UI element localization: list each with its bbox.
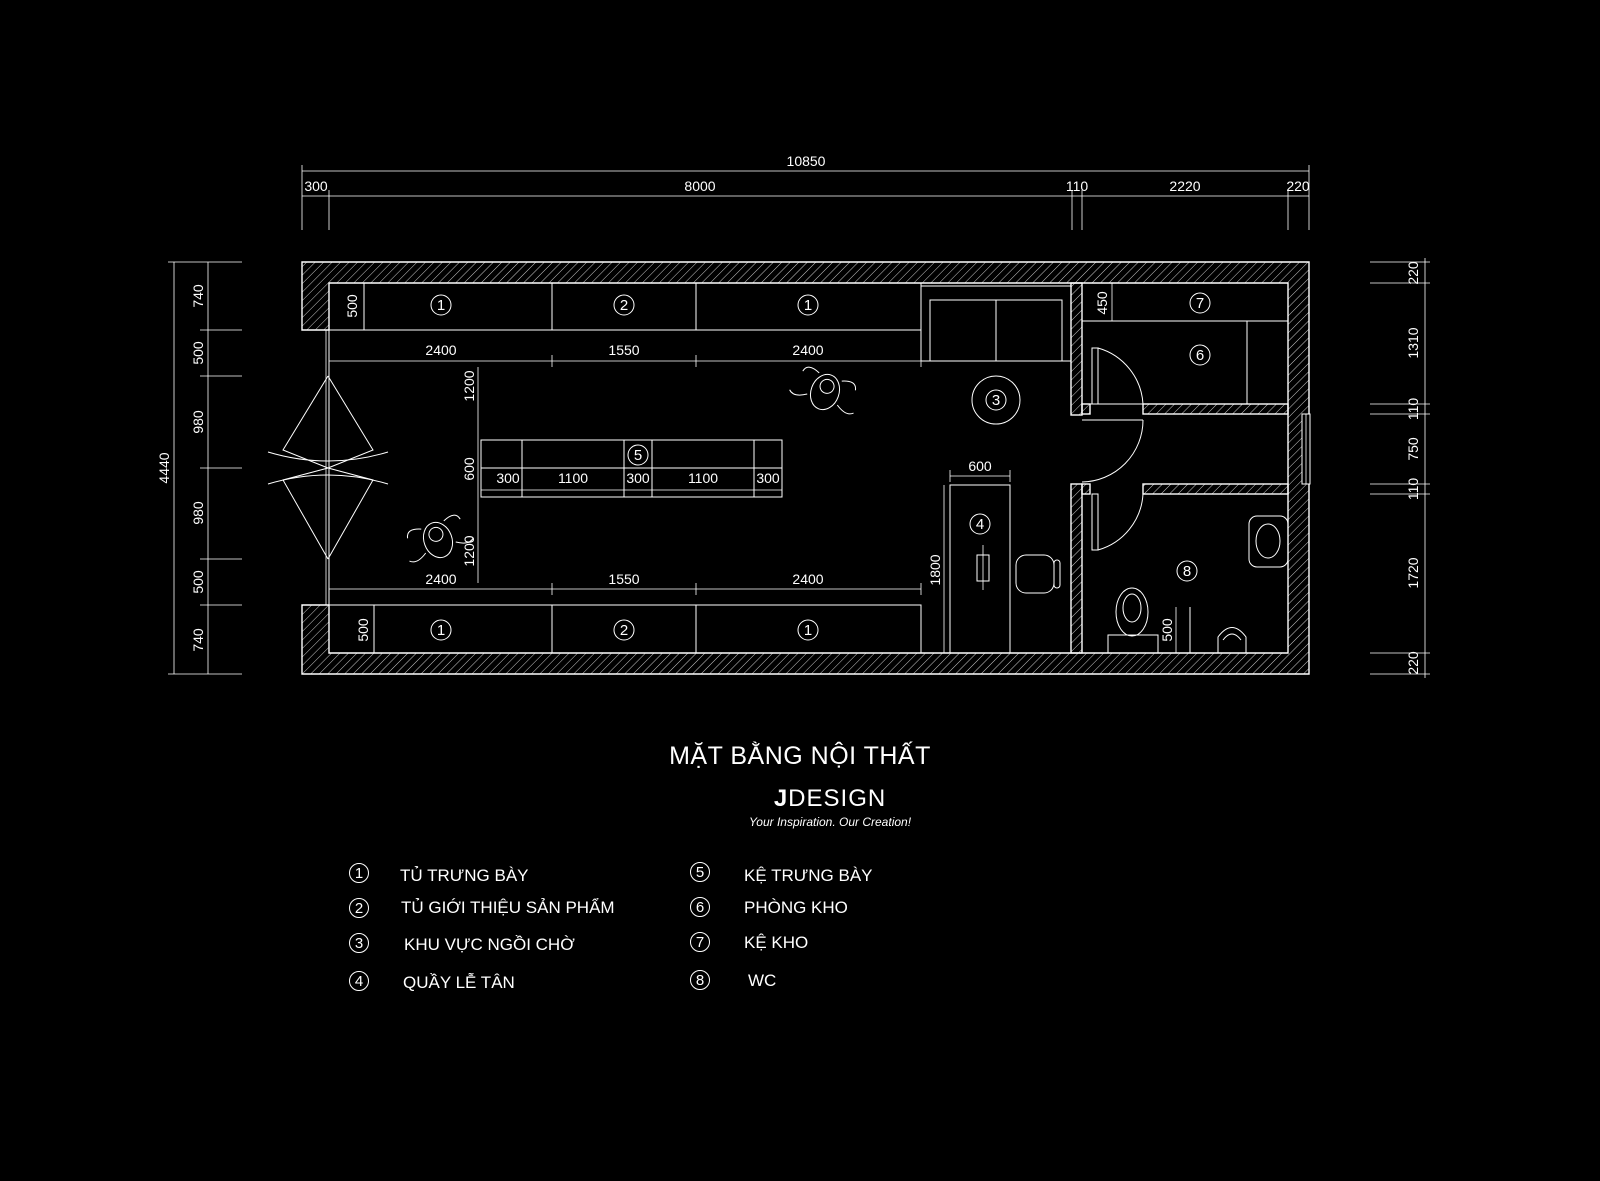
legend-label-6: PHÒNG KHO [744, 898, 848, 917]
legend-label-4: QUẦY LỄ TÂN [403, 973, 515, 992]
dim-bottom-cabinet-depth: 500 [355, 618, 371, 642]
dim-aisle-bottom: 1200 [461, 535, 477, 566]
dim-top-seg-3: 110 [1066, 178, 1089, 194]
dim-total-height: 4440 [156, 452, 172, 483]
tag-reception-counter: 4 [976, 516, 984, 533]
dim-left-seg-5: 500 [190, 570, 206, 594]
dim-right-seg-7: 220 [1405, 651, 1421, 675]
storeroom: 450 7 6 [1081, 282, 1289, 405]
reception-counter: 600 1800 4 [927, 458, 1061, 654]
dim-shelf-seg-2: 1100 [558, 470, 588, 486]
dim-shelf-seg-5: 300 [756, 470, 780, 486]
dim-counter-length: 1800 [927, 554, 943, 585]
dim-right-seg-6: 1720 [1405, 557, 1421, 588]
tag-top-cabinet-1: 1 [437, 297, 445, 314]
dim-top-cabinet-depth: 500 [344, 294, 360, 318]
top-cabinets: 500 2400 1550 2400 1 2 1 [328, 282, 922, 367]
dim-total-width: 10850 [787, 153, 826, 169]
dim-bottom-cabinet-2: 1550 [608, 571, 639, 587]
tag-wc: 8 [1183, 563, 1191, 580]
dim-left-seg-2: 500 [190, 341, 206, 365]
dim-aisle-top: 1200 [461, 370, 477, 401]
entrance-doors [267, 375, 389, 560]
dim-left-seg-6: 740 [190, 628, 206, 652]
display-shelf: 300 1100 300 1100 300 5 1200 600 1200 [461, 367, 783, 583]
dim-left-seg-4: 980 [190, 501, 206, 525]
wc: 8 500 [1107, 515, 1289, 654]
dim-storage-shelf-depth: 450 [1094, 291, 1110, 315]
dim-bottom-cabinet-1: 2400 [425, 571, 456, 587]
drawing-title: MẶT BẰNG NỘI THẤT [669, 742, 931, 770]
dim-top-seg-2: 8000 [684, 178, 715, 194]
tag-bottom-cabinet-1: 1 [437, 622, 445, 639]
left-dimensions: 4440 740 500 980 980 500 740 [156, 261, 242, 675]
dim-right-seg-2: 1310 [1405, 327, 1421, 358]
dim-right-seg-3: 110 [1405, 398, 1421, 421]
legend-number-8: 8 [690, 970, 710, 990]
legend-number-7: 7 [690, 932, 710, 952]
brand-logo: JDESIGN [0, 785, 1600, 813]
legend-label-3: KHU VỰC NGỒI CHỜ [404, 935, 575, 954]
legend-label-1: TỦ TRƯNG BÀY [400, 866, 529, 885]
interior-doors [1081, 347, 1144, 551]
dim-top-cabinet-2: 1550 [608, 342, 639, 358]
dim-counter-width: 600 [968, 458, 992, 474]
dim-top-seg-5: 220 [1286, 178, 1310, 194]
walls [301, 261, 1311, 675]
dim-shelf-seg-1: 300 [496, 470, 520, 486]
waiting-area: 3 [920, 285, 1072, 425]
armchair-bottom [406, 514, 474, 563]
tag-storage-shelf: 7 [1196, 295, 1204, 312]
dim-shelf-seg-3: 300 [626, 470, 650, 486]
legend-number-2: 2 [349, 898, 369, 918]
legend-number-1: 1 [349, 863, 369, 883]
legend-label-8: WC [748, 971, 777, 990]
dim-top-cabinet-3: 2400 [792, 342, 823, 358]
dim-top-seg-4: 2220 [1169, 178, 1200, 194]
armchair-top [789, 366, 857, 415]
tag-top-cabinet-3: 1 [804, 297, 812, 314]
dim-top-cabinet-1: 2400 [425, 342, 456, 358]
top-dimensions: 10850 300 8000 110 2220 220 [301, 153, 1310, 230]
dim-bottom-cabinet-3: 2400 [792, 571, 823, 587]
dim-shelf-seg-4: 1100 [688, 470, 718, 486]
brand-tagline: Your Inspiration. Our Creation! [748, 815, 912, 829]
dim-right-seg-4: 750 [1405, 437, 1421, 461]
legend-number-5: 5 [690, 862, 710, 882]
brand-logo-letter: J [773, 785, 789, 812]
legend-number-4: 4 [349, 971, 369, 991]
tag-storeroom: 6 [1196, 347, 1204, 364]
brand-name: DESIGN [788, 785, 887, 812]
legend-label-5: KỆ TRƯNG BÀY [744, 866, 873, 885]
legend-label-7: KỆ KHO [744, 933, 809, 952]
dim-right-seg-1: 220 [1405, 261, 1421, 285]
dim-shelf-depth: 600 [461, 457, 477, 481]
right-dimensions: 220 1310 110 750 110 1720 220 [1370, 258, 1430, 678]
tag-display-shelf: 5 [634, 447, 642, 464]
tag-bottom-cabinet-3: 1 [804, 622, 812, 639]
tag-waiting-area: 3 [992, 392, 1000, 409]
dim-right-seg-5: 110 [1405, 478, 1421, 501]
legend-number-6: 6 [690, 897, 710, 917]
legend-number-3: 3 [349, 933, 369, 953]
legend-label-2: TỦ GIỚI THIỆU SẢN PHẨM [401, 898, 615, 917]
bottom-cabinets: 500 2400 1550 2400 1 2 1 [328, 571, 922, 654]
dim-left-seg-3: 980 [190, 410, 206, 434]
tag-bottom-cabinet-2: 2 [620, 622, 628, 639]
dim-wc-fixture: 500 [1159, 618, 1175, 642]
tag-top-cabinet-2: 2 [620, 297, 628, 314]
dim-left-seg-1: 740 [190, 284, 206, 308]
dim-top-seg-1: 300 [304, 178, 328, 194]
